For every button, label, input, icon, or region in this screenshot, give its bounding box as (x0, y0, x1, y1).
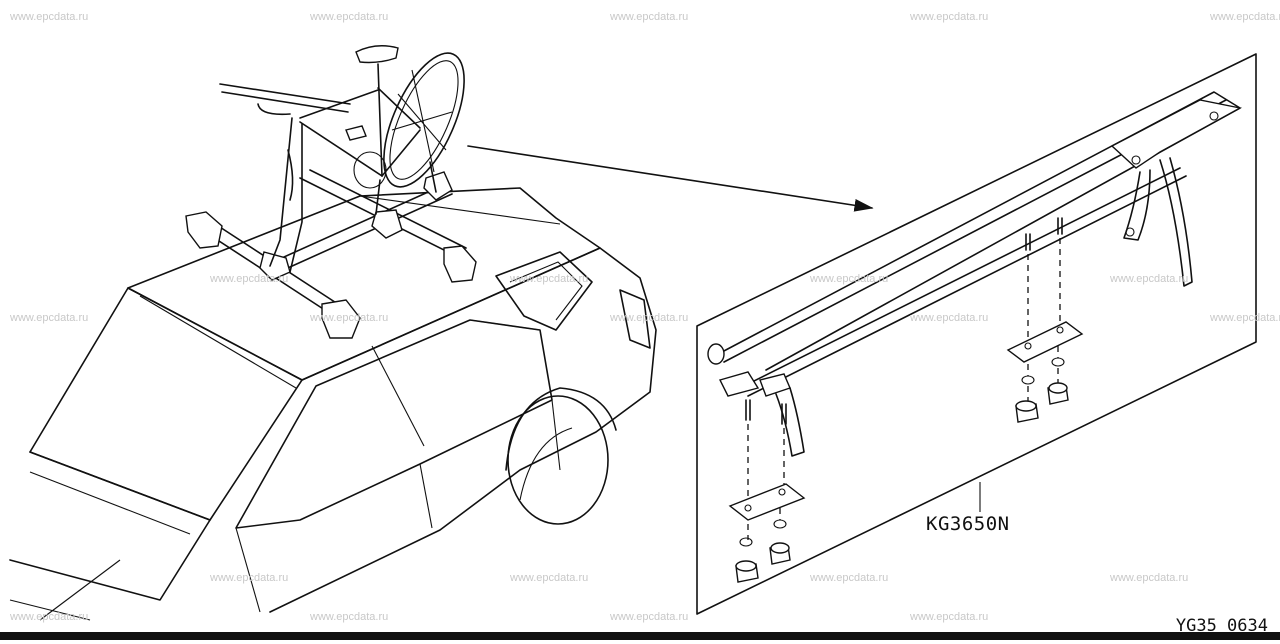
watermark: www.epcdata.ru (510, 572, 589, 584)
watermark: www.epcdata.ru (810, 273, 889, 285)
mount-hardware-left (728, 399, 806, 583)
watermark: www.epcdata.ru (910, 611, 989, 623)
watermark: www.epcdata.ru (1210, 11, 1280, 23)
car-outline (9, 187, 657, 621)
watermark: www.epcdata.ru (310, 611, 389, 623)
watermark: www.epcdata.ru (210, 273, 289, 285)
watermark: www.epcdata.ru (1210, 312, 1280, 324)
part-number-label: KG3650N (926, 513, 1010, 535)
detail-rack-rail (707, 91, 1243, 457)
watermark: www.epcdata.ru (10, 11, 89, 23)
watermark: www.epcdata.ru (10, 312, 89, 324)
watermark: www.epcdata.ru (610, 611, 689, 623)
bottom-border (0, 632, 1280, 640)
roof-rack (185, 169, 477, 339)
watermark: www.epcdata.ru (210, 572, 289, 584)
watermark: www.epcdata.ru (910, 11, 989, 23)
watermark: www.epcdata.ru (910, 312, 989, 324)
detail-pointer-arrow (467, 145, 874, 212)
watermark: www.epcdata.ru (10, 611, 89, 623)
detail-panel-frame (696, 53, 1257, 615)
watermark: www.epcdata.ru (810, 572, 889, 584)
mount-hardware-right (1006, 217, 1084, 423)
watermark: www.epcdata.ru (310, 312, 389, 324)
watermark: www.epcdata.ru (610, 312, 689, 324)
watermark: www.epcdata.ru (1110, 572, 1189, 584)
bicycle (219, 45, 465, 273)
diagram-code-label: YG35 0634 (1175, 616, 1268, 636)
watermark: www.epcdata.ru (1110, 273, 1189, 285)
watermark: www.epcdata.ru (610, 11, 689, 23)
watermark: www.epcdata.ru (510, 273, 589, 285)
watermark: www.epcdata.ru (310, 11, 389, 23)
